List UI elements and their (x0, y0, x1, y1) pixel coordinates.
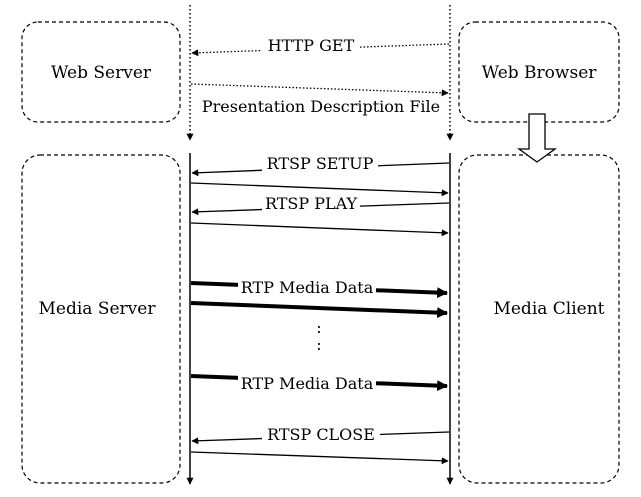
media-client-box (458, 154, 620, 484)
media-server-box (21, 154, 181, 484)
continuation-dots-upper: : (316, 318, 321, 337)
web-server-box (21, 21, 181, 123)
rtp-media-data-arrow-2 (190, 301, 449, 319)
rtsp-setup-reply-arrow (190, 182, 449, 197)
rtsp-play-reply-arrow (190, 222, 449, 237)
media-server-label: Media Server (39, 299, 157, 319)
rtsp-setup-label: RTSP SETUP (267, 154, 374, 173)
rtsp-close-label: RTSP CLOSE (267, 425, 375, 444)
http-get-arrow (191, 43, 450, 57)
presentation-description-label: Presentation Description File (202, 97, 440, 116)
rtsp-close-reply-arrow (190, 451, 449, 465)
rtsp-play-label: RTSP PLAY (265, 194, 358, 213)
media-client-label: Media Client (493, 299, 604, 319)
presentation-description-arrow (190, 83, 449, 97)
web-server-label: Web Server (51, 63, 152, 83)
rtp-media-data-label-1: RTP Media Data (241, 278, 374, 297)
http-get-label: HTTP GET (268, 36, 355, 55)
browser-to-client-block-arrow (516, 113, 558, 163)
web-browser-label: Web Browser (482, 63, 598, 83)
continuation-dots-lower: : (316, 335, 321, 354)
rtp-media-data-label-2: RTP Media Data (241, 374, 374, 393)
